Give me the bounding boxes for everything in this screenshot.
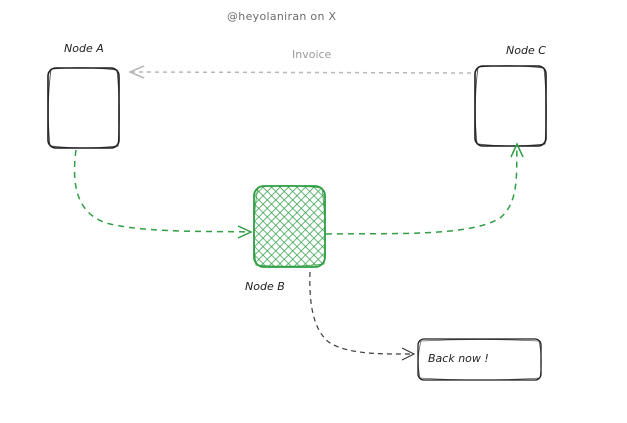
edge-c-to-a[interactable] <box>128 65 472 79</box>
node-c-box[interactable] <box>474 65 547 147</box>
note-box[interactable] <box>417 338 542 381</box>
node-b[interactable] <box>253 185 326 268</box>
node-b-box[interactable] <box>253 185 326 268</box>
edge-b-to-c[interactable] <box>325 142 524 235</box>
node-c-label: Node C <box>506 44 546 57</box>
note-text: Back now ! <box>428 352 489 365</box>
edge-b-to-note-line[interactable] <box>309 271 414 355</box>
edge-a-to-b[interactable] <box>73 149 253 239</box>
node-b-label: Node B <box>245 280 285 293</box>
watermark-text: @heyolaniran on X <box>227 10 337 23</box>
edge-b-to-note[interactable] <box>309 271 416 361</box>
edge-a-to-b-line[interactable] <box>73 149 251 233</box>
node-a-box[interactable] <box>47 67 120 149</box>
edge-c-to-a-arrowhead <box>128 65 145 79</box>
edge-b-to-note-arrowhead <box>401 347 416 361</box>
edge-b-to-c-arrowhead <box>510 142 524 158</box>
node-a[interactable] <box>47 67 120 149</box>
edge-a-to-b-arrowhead <box>237 225 253 239</box>
node-c[interactable] <box>474 65 547 147</box>
edge-c-to-a-line[interactable] <box>129 71 472 74</box>
edge-b-to-c-line[interactable] <box>325 145 518 235</box>
node-a-label: Node A <box>64 42 104 55</box>
edge-c-to-a-label: Invoice <box>292 48 332 61</box>
